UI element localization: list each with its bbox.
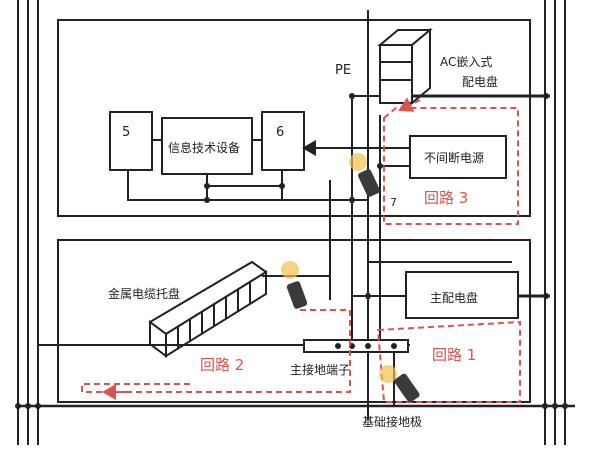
loop-3-label: 回路 3	[424, 189, 468, 207]
ac-panel-label-line2: 配电盘	[462, 74, 498, 89]
ac-panel-label-line1: AC嵌入式	[440, 55, 492, 69]
box-5-label: 5	[122, 125, 130, 140]
pe-label: PE	[335, 63, 351, 78]
box-6-label: 6	[276, 125, 284, 140]
loop-3-path	[383, 107, 519, 225]
cable-tray-label: 金属电缆托盘	[108, 286, 180, 301]
cable-tray	[148, 260, 268, 358]
clamp-meter-icon	[349, 153, 380, 197]
upper-room	[57, 19, 531, 217]
clamp-meter-icon	[379, 365, 420, 403]
building-walls	[17, 0, 566, 445]
main-terminal-bar	[303, 339, 409, 353]
label-7: 7	[390, 196, 397, 209]
ac-panel-cabinet	[377, 27, 433, 106]
ground-line-dots	[15, 403, 568, 409]
box-6	[261, 111, 305, 171]
info-equipment-box	[161, 117, 253, 175]
loop-2-path	[81, 309, 351, 393]
loop-1-label: 回路 1	[432, 346, 476, 364]
clamp-meter-icon	[281, 261, 308, 309]
loop-2-label: 回路 2	[200, 356, 244, 374]
main-panel-label: 主配电盘	[430, 290, 478, 305]
lower-room	[57, 239, 531, 403]
foundation-electrode-label: 基础接地极	[362, 414, 422, 429]
box-5	[109, 111, 153, 171]
ups-label: 不间断电源	[424, 150, 484, 165]
main-terminal-label: 主接地端子	[290, 362, 350, 377]
ups-box	[409, 135, 507, 179]
info-equipment-label: 信息技术设备	[168, 140, 240, 155]
